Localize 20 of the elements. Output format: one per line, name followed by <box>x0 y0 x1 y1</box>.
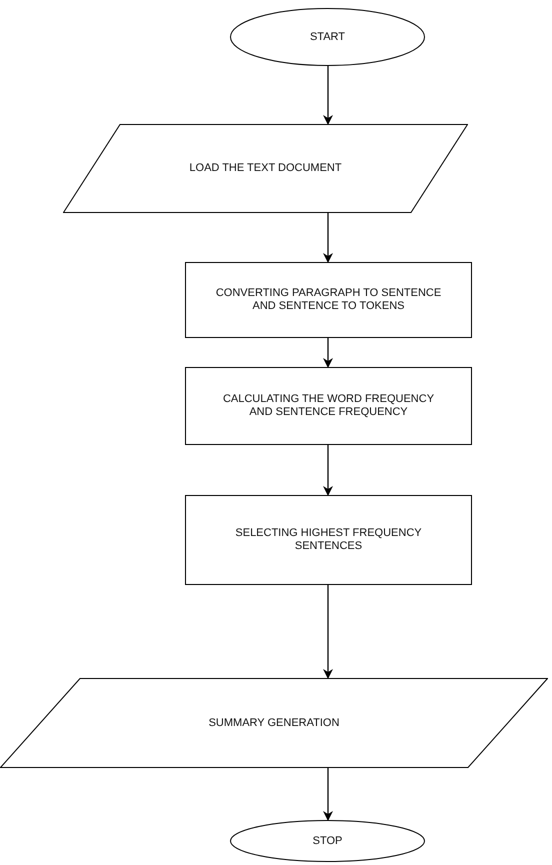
arrow <box>323 338 333 368</box>
terminal-ellipse <box>230 8 425 66</box>
process-box <box>185 367 472 445</box>
node-label: SELECTING HIGHEST FREQUENCY SENTENCES <box>234 527 423 553</box>
node-label: START <box>310 30 346 44</box>
node-label: LOAD THE TEXT DOCUMENT <box>189 162 342 175</box>
arrow <box>323 585 333 679</box>
node-label: STOP <box>312 834 342 848</box>
terminal-ellipse <box>230 820 425 862</box>
arrow <box>323 213 333 263</box>
node-label: SUMMARY GENERATION <box>208 716 340 730</box>
input-output-parallelogram <box>0 678 548 768</box>
arrow <box>323 66 333 125</box>
process-box <box>185 495 472 585</box>
node-label: CONVERTING PARAGRAPH TO SENTENCE AND SENTENCE TO TOKENS <box>214 287 442 313</box>
node-label: CALCULATING THE WORD FREQUENCY AND SENTENCE FREQUENCY <box>222 393 436 419</box>
process-box <box>185 262 472 338</box>
arrow <box>323 768 333 821</box>
arrow <box>323 445 333 496</box>
input-output-parallelogram <box>63 124 468 213</box>
